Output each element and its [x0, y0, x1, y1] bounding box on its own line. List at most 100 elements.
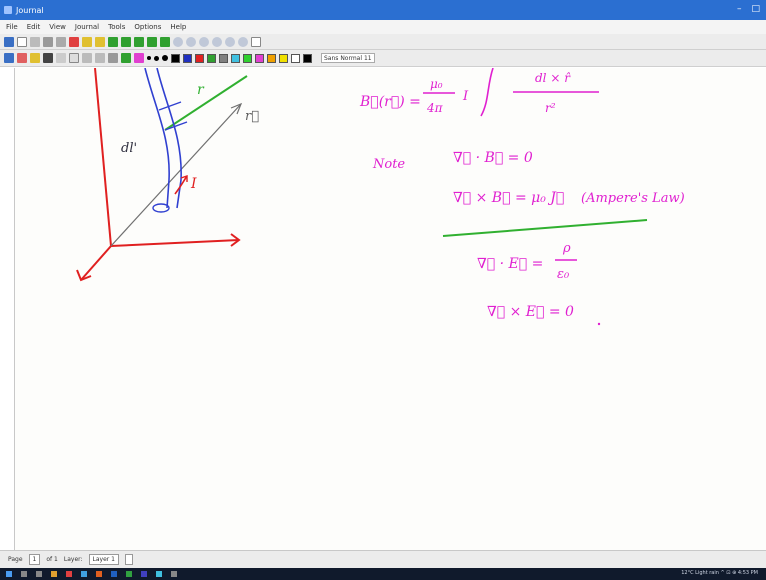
hand-tool-icon[interactable]: [95, 53, 105, 63]
page-total: of 1: [46, 556, 58, 563]
menu-options[interactable]: Options: [134, 23, 162, 31]
cut-icon[interactable]: [43, 36, 53, 47]
separation-vector-line: [164, 75, 248, 131]
edge-icon[interactable]: [81, 571, 87, 577]
prev-page-icon[interactable]: [121, 36, 131, 47]
wire-left-edge: [144, 68, 170, 209]
color-swatch-blue[interactable]: [183, 53, 192, 63]
image-tool-icon[interactable]: [56, 53, 66, 63]
teams-icon[interactable]: [141, 571, 147, 577]
color-swatch-red[interactable]: [195, 53, 204, 63]
z-axis-line: [94, 68, 112, 247]
x-axis-arrowhead: [76, 269, 92, 282]
pen-icon[interactable]: [4, 53, 14, 63]
excel-icon[interactable]: [126, 571, 132, 577]
powerpoint-icon[interactable]: [96, 571, 102, 577]
menu-tools[interactable]: Tools: [108, 23, 126, 31]
separation-label: r: [197, 82, 205, 98]
wire-right-edge: [156, 68, 182, 209]
highlighter-icon[interactable]: [30, 53, 40, 63]
shape-recognizer-icon[interactable]: [121, 53, 131, 63]
title-bar: Journal – □: [0, 0, 766, 20]
last-page-icon[interactable]: [147, 36, 157, 47]
biot-savart-r-squared: r²: [545, 101, 556, 115]
zoom-height-icon[interactable]: [238, 36, 248, 47]
zoom-in-icon[interactable]: [199, 36, 209, 47]
search-icon[interactable]: [21, 571, 27, 577]
new-page-icon[interactable]: [17, 36, 27, 47]
position-vector-arrowhead: [230, 102, 243, 115]
biot-savart-4pi: 4π: [426, 101, 444, 115]
journal-page-canvas[interactable]: r⃗ r dl' I B⃗(r⃗) = μ₀ 4π I dl × r̂ r² N…: [14, 68, 766, 550]
chrome-icon[interactable]: [66, 571, 72, 577]
fullscreen-icon[interactable]: [251, 36, 261, 47]
next-page-icon[interactable]: [134, 36, 144, 47]
copy-icon[interactable]: [56, 36, 66, 47]
journal-taskbar-icon[interactable]: [156, 571, 162, 577]
zoom-out-icon[interactable]: [173, 36, 183, 47]
zoom-width-icon[interactable]: [225, 36, 235, 47]
zoom-normal-icon[interactable]: [186, 36, 196, 47]
default-pen-icon[interactable]: [108, 53, 118, 63]
color-swatch-orange[interactable]: [267, 53, 276, 63]
menu-file[interactable]: File: [6, 23, 18, 31]
color-swatch-lightgreen[interactable]: [243, 53, 252, 63]
color-swatch-gray[interactable]: [219, 53, 228, 63]
div-e-epsilon0: ε₀: [557, 267, 570, 282]
color-swatch-magenta[interactable]: [255, 53, 264, 63]
task-view-icon[interactable]: [36, 571, 42, 577]
redo-icon[interactable]: [95, 36, 105, 47]
layer-select[interactable]: Layer 1: [88, 554, 119, 565]
ruler-icon[interactable]: [134, 53, 144, 63]
vertical-space-icon[interactable]: [82, 53, 92, 63]
file-explorer-icon[interactable]: [51, 571, 57, 577]
pen-cursor-dot: [597, 322, 601, 326]
menu-journal[interactable]: Journal: [74, 23, 100, 31]
menu-help[interactable]: Help: [170, 23, 187, 31]
save-icon[interactable]: [4, 36, 14, 47]
word-icon[interactable]: [111, 571, 117, 577]
first-page-icon[interactable]: [108, 36, 118, 47]
current-direction-arrow: [174, 175, 188, 195]
thickness-medium-icon[interactable]: [154, 55, 159, 61]
color-swatch-green[interactable]: [207, 53, 216, 63]
system-tray[interactable]: 12°C Light rain ^ ⊡ ⊕ 4:53 PM: [681, 570, 758, 576]
menu-edit[interactable]: Edit: [26, 23, 41, 31]
segment-tick-upper: [158, 101, 182, 111]
layer-dropdown-icon[interactable]: [124, 554, 133, 565]
pen-toolbar: Sans Normal 11: [0, 50, 766, 67]
window-title: Journal: [16, 5, 44, 15]
paste-icon[interactable]: [69, 36, 79, 47]
status-bar: Page 1 of 1 Layer: Layer 1: [0, 550, 766, 568]
div-e-lhs: ∇⃗ · E⃗ =: [477, 256, 543, 272]
page-number-input[interactable]: 1: [28, 554, 41, 565]
color-swatch-yellow[interactable]: [279, 53, 288, 63]
start-icon[interactable]: [6, 571, 12, 577]
open-icon[interactable]: [30, 36, 40, 47]
font-selector[interactable]: Sans Normal 11: [321, 53, 375, 63]
text-tool-icon[interactable]: [43, 53, 53, 63]
current-label: I: [190, 176, 197, 192]
thickness-thick-icon[interactable]: [162, 55, 168, 61]
div-e-rho: ρ: [562, 241, 571, 256]
settings-icon[interactable]: [171, 571, 177, 577]
undo-icon[interactable]: [82, 36, 92, 47]
maximize-button[interactable]: □: [751, 4, 760, 14]
position-vector-line: [110, 103, 242, 247]
integral-sign: [480, 68, 494, 117]
color-swatch-white[interactable]: [291, 53, 300, 63]
color-swatch-black-2[interactable]: [303, 53, 312, 63]
thickness-fine-icon[interactable]: [147, 56, 151, 60]
color-swatch-black[interactable]: [171, 53, 180, 63]
x-axis-line: [80, 245, 112, 281]
minimize-button[interactable]: –: [736, 4, 742, 14]
select-rect-icon[interactable]: [69, 53, 79, 63]
color-swatch-lightblue[interactable]: [231, 53, 240, 63]
biot-savart-lhs: B⃗(r⃗) =: [359, 94, 421, 110]
zoom-fit-icon[interactable]: [212, 36, 222, 47]
eraser-icon[interactable]: [17, 53, 27, 63]
div-b-equation: ∇⃗ · B⃗ = 0: [453, 150, 533, 166]
position-vector-label: r⃗: [245, 109, 259, 124]
menu-view[interactable]: View: [49, 23, 66, 31]
new-page-after-icon[interactable]: [160, 36, 170, 47]
